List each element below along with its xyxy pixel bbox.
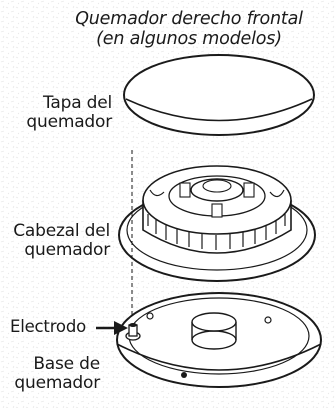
electrode-arrow <box>96 321 128 335</box>
burner-cap-label: Tapa del quemador <box>26 93 112 133</box>
figure-title-line-2: (en algunos modelos) <box>96 28 282 49</box>
figure-title-line-1: Quemador derecho frontal <box>75 9 303 29</box>
electrode-shape <box>125 323 141 341</box>
burner-base-label: Base de quemador <box>14 354 100 394</box>
electrode-label: Electrodo <box>10 317 86 336</box>
figure-title: Quemador derecho frontal (en algunos mod… <box>48 9 330 49</box>
burner-cap-shape <box>123 54 315 136</box>
burner-head-label: Cabezal del quemador <box>13 221 110 261</box>
burner-base-shape <box>116 292 322 388</box>
burner-head-shape <box>118 165 316 282</box>
